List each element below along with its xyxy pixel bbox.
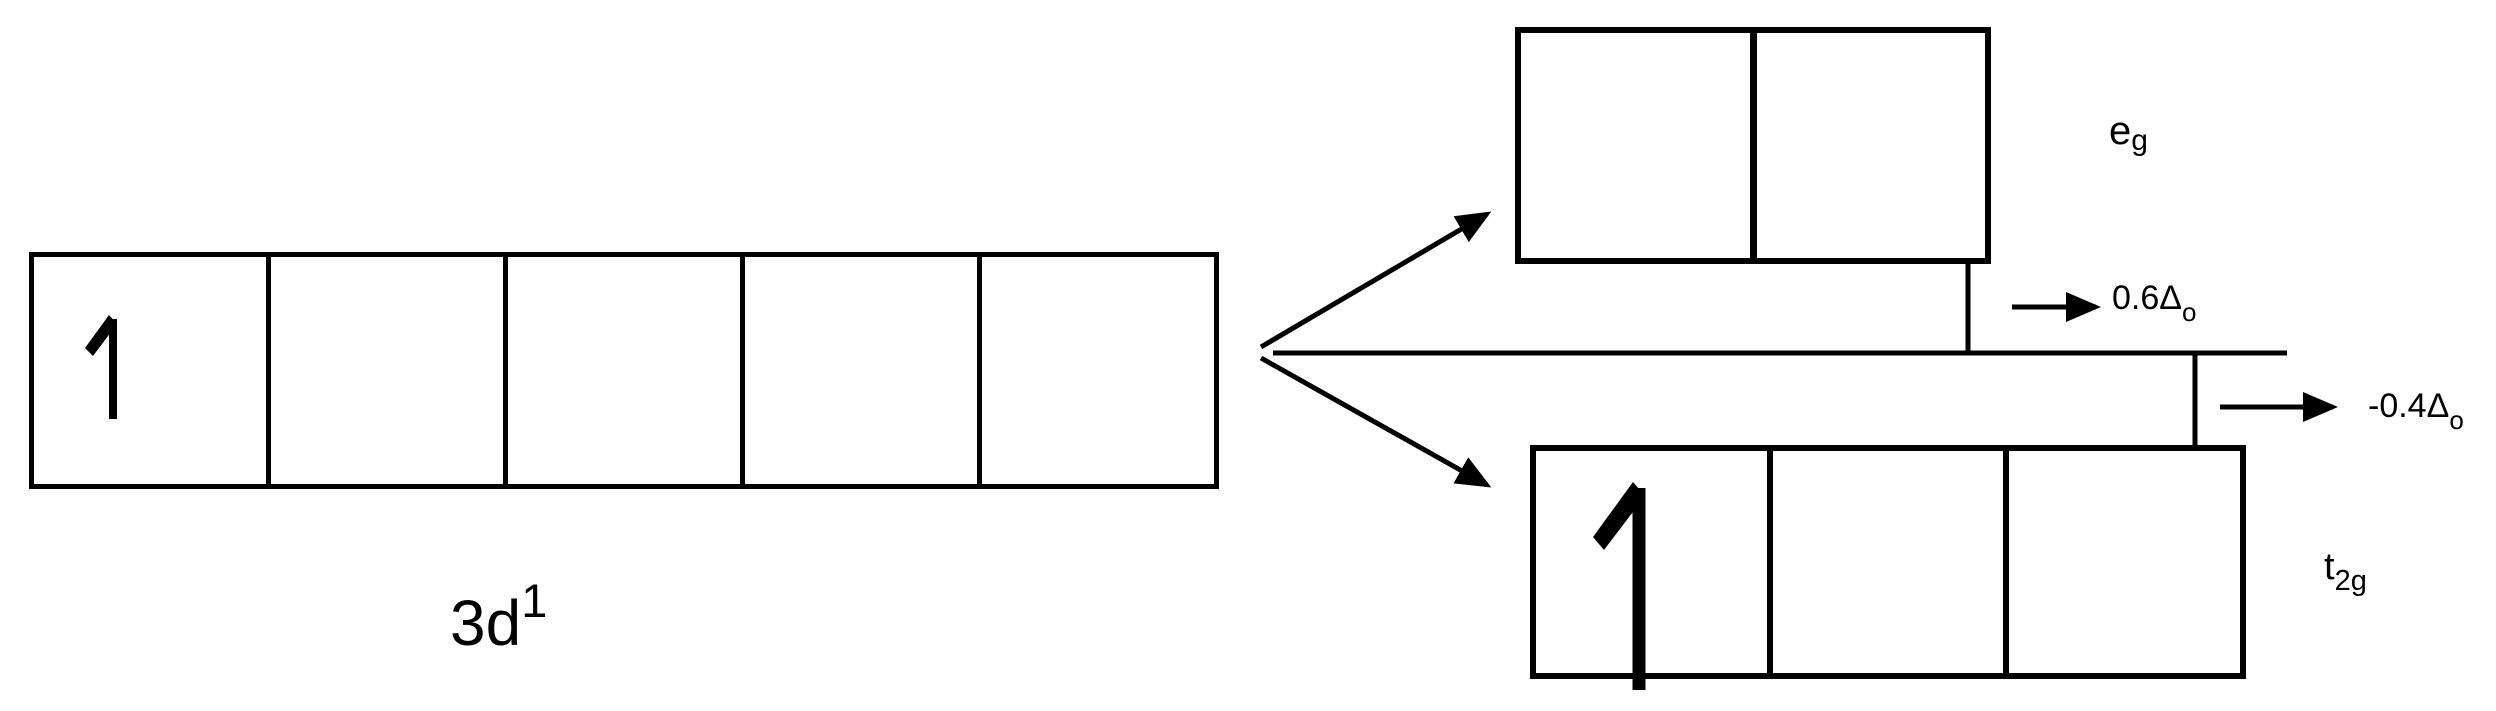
- t2g-orbital-row: [1530, 445, 2246, 690]
- free-ion-orbital-box-1: [34, 257, 271, 484]
- eg-label-base: e: [2109, 109, 2132, 153]
- electron-up-arrow-icon: [85, 315, 117, 419]
- free-ion-orbital-box-3: [508, 257, 745, 484]
- eg-energy-value: 0.6Δ: [2112, 279, 2182, 317]
- free-ion-orbital-box-5: [982, 257, 1214, 484]
- t2g-label-subscript: 2g: [2334, 565, 2367, 597]
- free-ion-orbital-box-4: [745, 257, 982, 484]
- t2g-energy-label: -0.4Δo: [2368, 389, 2464, 433]
- eg-level-label: eg: [2109, 111, 2148, 156]
- free-ion-label-base: 3d: [450, 587, 522, 659]
- t2g-label-base: t: [2324, 546, 2335, 588]
- free-ion-orbital-row: [29, 252, 1219, 489]
- t2g-energy-subscript: o: [2449, 405, 2464, 435]
- eg-energy-subscript: o: [2181, 297, 2197, 327]
- free-ion-label: 3d1: [450, 577, 547, 655]
- t2g-orbital-box-3: [2009, 451, 2240, 673]
- eg-energy-label: 0.6Δo: [2112, 281, 2196, 325]
- eg-label-subscript: g: [2131, 124, 2148, 157]
- eg-orbital-box-2: [1757, 33, 1986, 258]
- free-ion-label-superscript: 1: [521, 574, 548, 627]
- t2g-level-label: t2g: [2324, 548, 2367, 596]
- t2g-energy-value: -0.4Δ: [2368, 387, 2450, 425]
- branch-arrow-down: [1259, 355, 1492, 488]
- eg-orbital-box-1: [1521, 33, 1757, 258]
- electron-up-arrow-icon: [1593, 482, 1646, 690]
- free-ion-orbital-box-2: [271, 257, 508, 484]
- branch-arrow-up: [1259, 211, 1492, 350]
- t2g-orbital-box-1: [1536, 451, 1773, 690]
- t2g-orbital-box-2: [1773, 451, 2010, 673]
- eg-orbital-row: [1515, 27, 1991, 264]
